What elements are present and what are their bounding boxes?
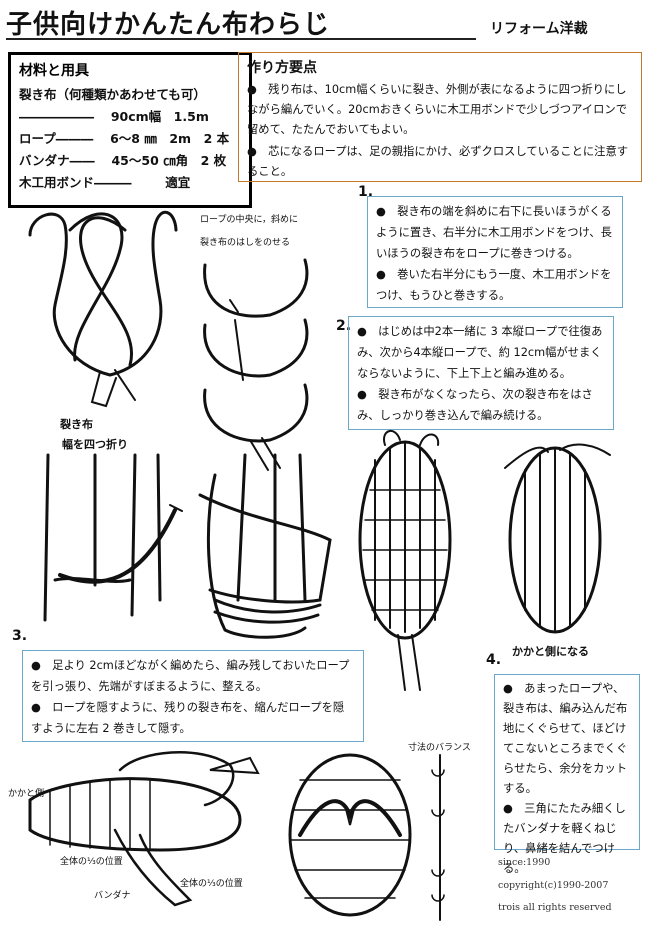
step-2-box: ● はじめは中2本一緒に 3 本縦ロープで往復あみ、次から4本縦ロープで、約 1… — [348, 316, 614, 430]
label-balance: 寸法のバランス — [408, 743, 471, 753]
label-whole-third: 全体の⅓の位置 — [60, 857, 123, 867]
title-underline — [6, 38, 476, 40]
label-whole-third-2: 全体の⅓の位置 — [180, 879, 243, 889]
label-fold: 幅を四つ折り — [62, 438, 128, 451]
step-3-text: ● 足より 2cmほどながく編めたら、編み残しておいたロープを引っ張り、先端がす… — [31, 659, 350, 693]
materials-row: 木工用ボンド――― 適宜 — [19, 175, 191, 190]
hints-paragraph: ● 芯になるロープは、足の親指にかけ、必ずクロスしていることに注意すること。 — [247, 145, 629, 178]
step-1-text: ● 巻いた右半分にもう一度、木工用ボンドをつけ、もうひと巻きする。 — [376, 268, 612, 302]
label-rope-center: ロープの中央に，斜めに — [200, 215, 299, 225]
footer-since: since:1990 — [498, 857, 551, 868]
materials-heading: 材料と用具 — [19, 63, 89, 79]
step-3-box: ● 足より 2cmほどながく編めたら、編み残しておいたロープを引っ張り、先端がす… — [22, 650, 364, 742]
brand-name: リフォーム洋裁 — [490, 21, 588, 37]
step-3-number: 3. — [12, 628, 28, 644]
step-1-box: ● 裂き布の端を斜めに右下に長いほうがくるように置き、右半分に木工用ボンドをつけ… — [367, 196, 623, 308]
woven-sole-illustration — [358, 430, 452, 691]
weaving-frame-illustration — [198, 453, 332, 639]
sandal-side-illustration — [28, 751, 260, 907]
weaving-start-illustration — [43, 453, 183, 622]
materials-row: ―――――― 90cm幅 1.5m — [19, 109, 209, 124]
materials-row: バンダナ―― 45～50 ㎝角 2 枚 — [19, 153, 227, 168]
step-2-text: ● はじめは中2本一緒に 3 本縦ロープで往復あみ、次から4本縦ロープで、約 1… — [357, 325, 603, 380]
label-heel: かかと側 — [8, 789, 45, 799]
page-title: 子供向けかんたん布わらじ — [6, 10, 331, 40]
label-heel-side: かかと側になる — [512, 645, 589, 658]
materials-box: 材料と用具 裂き布（何種類かあわせても可） ―――――― 90cm幅 1.5m … — [8, 52, 252, 208]
step-4-text: ● 三角にたたみ細くしたバンダナを軽くねじり、鼻緒を結んでつける。 — [503, 802, 626, 875]
hints-paragraph: ● 残り布は、10cm幅くらいに裂き、外側が表になるように四つ折りにしながら編ん… — [247, 83, 627, 136]
materials-row: ロープ――― 6～8 ㎜ 2m 2 本 — [19, 131, 230, 146]
step-3-text: ● ロープを隠すように、残りの裂き布を、縮んだロープを隠すように左右 2 巻きし… — [31, 701, 345, 735]
hints-box: 作り方要点 ● 残り布は、10cm幅くらいに裂き、外側が表になるように四つ折りに… — [238, 52, 642, 182]
footer-copyright: copyright(c)1990-2007 — [498, 880, 609, 891]
materials-row: 裂き布（何種類かあわせても可） — [19, 87, 206, 102]
step-2-number: 2. — [336, 318, 352, 334]
wrap-steps-illustration — [203, 258, 309, 471]
balance-diagram — [431, 754, 445, 921]
rope-loop-illustration — [28, 211, 178, 408]
label-bandana: バンダナ — [94, 891, 131, 901]
finished-sole-illustration — [504, 443, 611, 634]
step-4-box: ● あまったロープや、裂き布は、編み込んだ布地にくぐらせて、ほどけてこないところ… — [494, 674, 640, 875]
step-4-number: 4. — [486, 652, 502, 668]
label-rope-center-2: 裂き布のはしをのせる — [200, 238, 291, 248]
label-sakinuno: 裂き布 — [60, 418, 93, 431]
hints-heading: 作り方要点 — [247, 60, 317, 76]
step-4-text: ● あまったロープや、裂き布は、編み込んだ布地にくぐらせて、ほどけてこないところ… — [503, 682, 628, 795]
step-2-text: ● 裂き布がなくなったら、次の裂き布をはさみ、しっかり巻き込んで編み続ける。 — [357, 388, 593, 422]
footer-rights: trois all rights reserved — [498, 902, 612, 913]
step-1-text: ● 裂き布の端を斜めに右下に長いほうがくるように置き、右半分に木工用ボンドをつけ… — [376, 205, 612, 260]
sandal-top-illustration — [288, 753, 412, 917]
